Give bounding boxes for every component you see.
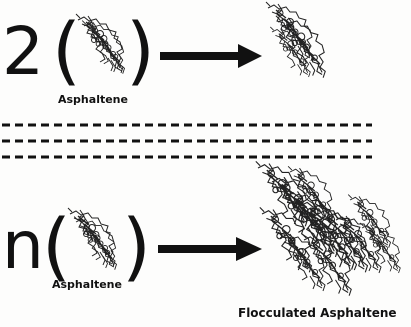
top-left-paren: ( [52,8,81,94]
top-dimer-molecule [266,2,325,78]
product-label: Flocculated Asphaltene [238,306,397,320]
bottom-right-paren: ) [122,204,151,290]
bottom-reactant-label: Asphaltene [52,278,122,291]
top-arrow [160,44,262,68]
top-coefficient: 2 [2,13,44,90]
top-right-paren: ) [126,8,155,94]
flocculated-aggregate [256,161,400,295]
top-reactant-label: Asphaltene [58,93,128,106]
top-reaction: 2 ( ) Asphaltene [2,2,325,106]
top-asphaltene-molecule [76,14,125,74]
separator-dashes [2,125,372,157]
bottom-coefficient: n [2,207,44,284]
bottom-asphaltene-molecule [68,208,117,270]
bottom-arrow [158,237,262,261]
bottom-reaction: n ( ) Asphaltene Flocculated Asphaltene [2,161,400,320]
